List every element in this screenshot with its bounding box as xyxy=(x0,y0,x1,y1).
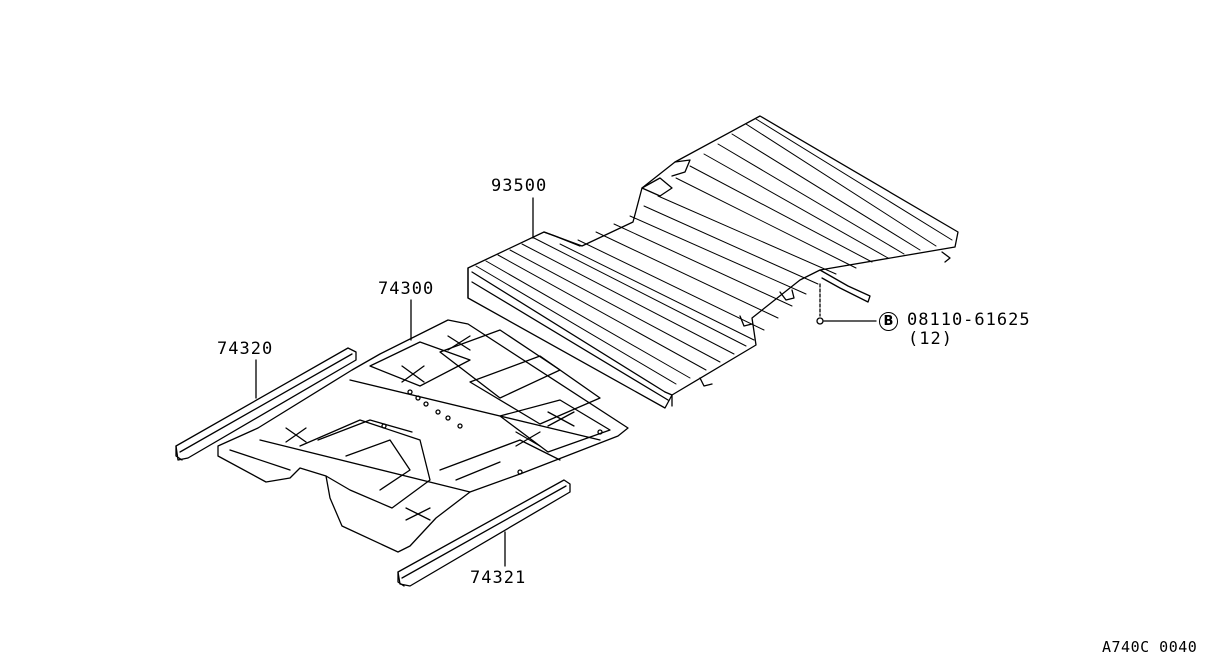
bed-floor-panel-93500 xyxy=(467,115,959,409)
bolt-badge-icon: B xyxy=(879,312,898,331)
figure-code: A740C 0040 xyxy=(1102,638,1198,656)
bed-panel-ribs xyxy=(475,118,953,385)
part-label-74300: 74300 xyxy=(378,279,435,299)
bolt-part-number: 08110-61625 xyxy=(907,310,1031,330)
front-floor-panel-74300 xyxy=(217,319,629,553)
part-label-93500: 93500 xyxy=(491,176,548,196)
side-sill-74321 xyxy=(397,479,571,587)
leader-lines xyxy=(255,197,534,567)
part-label-74320: 74320 xyxy=(217,339,274,359)
bolt-quantity: (12) xyxy=(908,329,953,349)
side-sill-74320 xyxy=(175,347,357,461)
part-label-74321: 74321 xyxy=(470,568,527,588)
